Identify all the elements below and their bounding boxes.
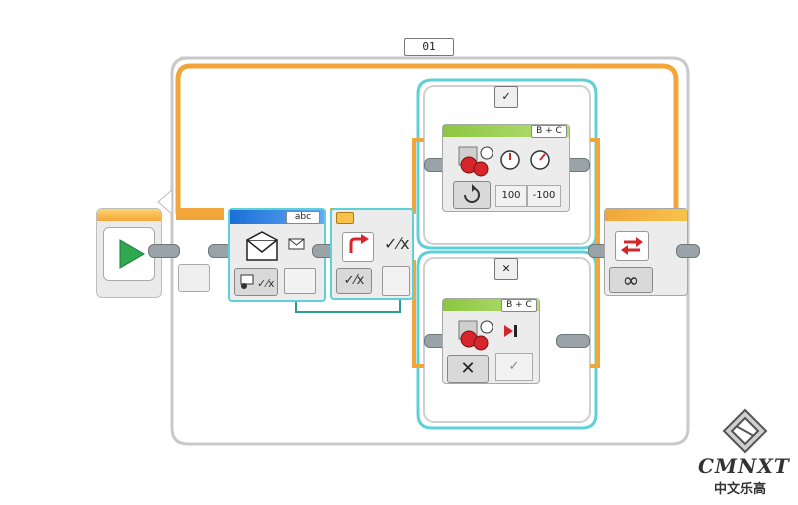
switch-input-plug[interactable] (382, 266, 410, 296)
message-name-field[interactable]: abc (286, 211, 320, 224)
loop-name-label[interactable]: 01 (404, 38, 454, 56)
logic-icon: ✓⁄x (384, 234, 410, 253)
loop-interrupt-icon (349, 234, 369, 253)
loop-interrupt-button[interactable] (615, 231, 649, 261)
mode-selector-off[interactable]: ✕ (447, 355, 489, 383)
start-play-icon[interactable] (103, 227, 155, 281)
switch-mode-button[interactable] (342, 232, 374, 262)
connector-false-out[interactable] (556, 334, 590, 348)
watermark-logo-icon (722, 408, 768, 454)
compare-logic-icon: ✓⁄x (240, 274, 275, 290)
switch-input-selector[interactable]: ✓⁄x (336, 268, 372, 294)
start-block[interactable] (96, 208, 162, 298)
steering-value[interactable]: 100 (495, 185, 527, 207)
switch-case-false-tab[interactable]: ✕ (494, 258, 518, 280)
rotate-icon (464, 184, 480, 203)
envelope-icon (244, 230, 280, 264)
loop-beam-arrow (157, 188, 173, 216)
motor-icon (457, 143, 494, 177)
power-gauge-icon (529, 149, 551, 171)
connector-loop-out[interactable] (676, 244, 700, 258)
port-selector[interactable]: B + C (501, 299, 537, 312)
steering-gauge-icon (499, 149, 521, 171)
watermark-brand: CMNXT (698, 454, 790, 478)
loop-end-block[interactable]: ∞ (604, 208, 688, 296)
play-triangle-icon (119, 239, 145, 269)
start-connector[interactable] (148, 244, 180, 258)
power-value[interactable]: -100 (527, 185, 561, 207)
svg-text:✓⁄x: ✓⁄x (257, 277, 275, 290)
move-steering-block-false[interactable]: B + C ✕ ✓ (442, 298, 540, 384)
message-mode-selector[interactable]: ✓⁄x (234, 268, 278, 296)
brake-icon (501, 323, 521, 339)
switch-case-true-tab[interactable]: ✓ (494, 86, 518, 108)
switch-view-toggle[interactable] (336, 212, 354, 224)
motor-icon (457, 317, 494, 351)
loop-mode-selector[interactable]: ∞ (609, 267, 653, 293)
loop-frame (170, 56, 690, 446)
empty-slot[interactable] (178, 264, 210, 292)
messaging-block[interactable]: abc ✓⁄x (228, 208, 326, 302)
brake-at-end-plug[interactable]: ✓ (495, 353, 533, 381)
message-output-plug[interactable] (284, 268, 316, 294)
move-steering-block-true[interactable]: B + C 100 -100 (442, 124, 570, 212)
loop-icon (621, 237, 643, 255)
mode-selector-on[interactable] (453, 181, 491, 209)
switch-block[interactable]: ✓⁄x ✓⁄x (330, 208, 414, 300)
port-selector[interactable]: B + C (531, 125, 567, 138)
small-envelope-icon (288, 236, 306, 250)
watermark-subtitle: 中文乐高 (714, 482, 767, 497)
loop-return-beam (175, 63, 679, 214)
